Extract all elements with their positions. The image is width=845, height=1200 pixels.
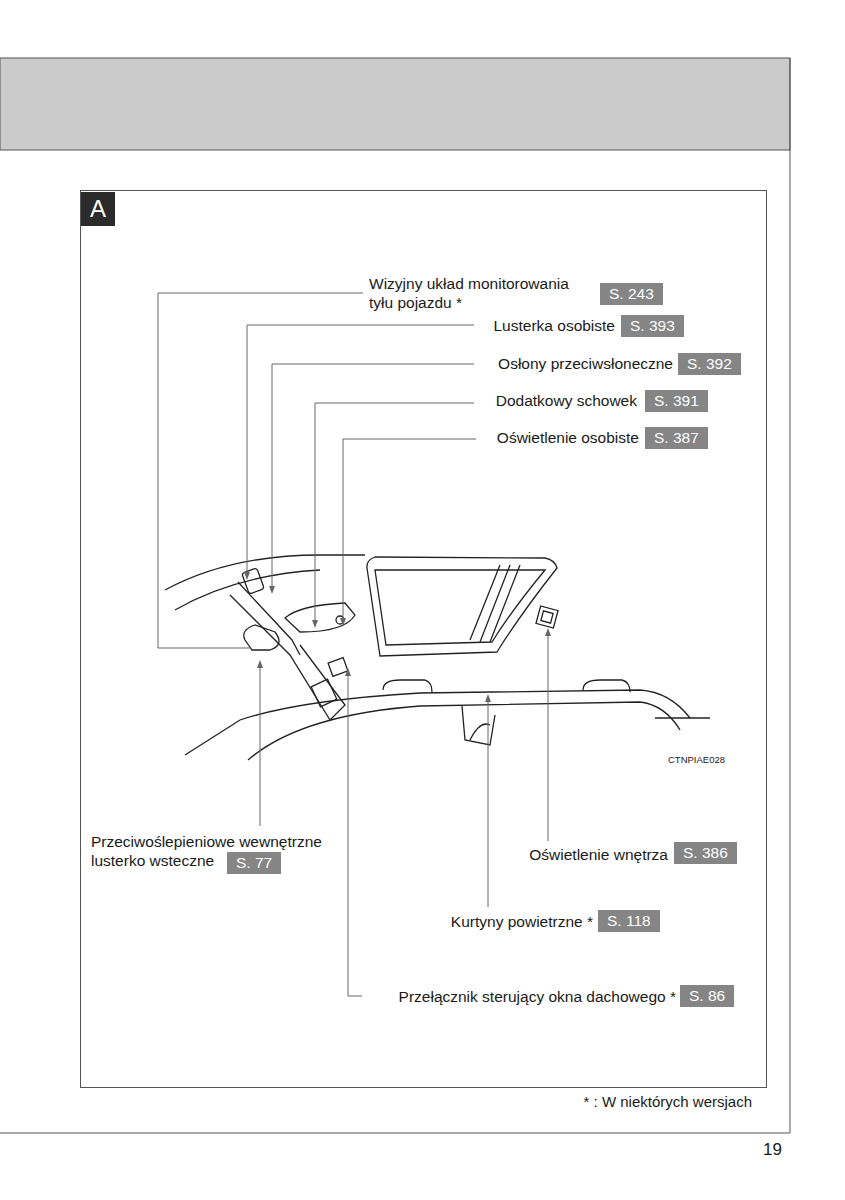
page-border <box>790 58 791 1133</box>
page-reference: S. 386 <box>674 842 737 864</box>
callout-label: Oświetlenie wnętrza <box>529 845 668 864</box>
page-reference: S. 77 <box>227 852 281 874</box>
reference-text: S. 243 <box>609 285 654 302</box>
reference-text: S. 391 <box>654 392 699 409</box>
reference-text: S. 392 <box>687 355 732 372</box>
page-reference: S. 391 <box>645 390 708 412</box>
reference-text: S. 386 <box>683 844 728 861</box>
header-band <box>0 58 790 150</box>
leader-arrowheads <box>244 572 551 702</box>
reference-text: S. 77 <box>236 854 272 871</box>
page-reference: S. 86 <box>680 985 734 1007</box>
figure-frame <box>81 191 767 1088</box>
section-marker: A <box>81 192 115 226</box>
reference-text: A <box>90 195 106 222</box>
page-reference: S. 392 <box>678 353 741 375</box>
reference-text: S. 387 <box>654 429 699 446</box>
callout-label: Dodatkowy schowek <box>496 391 637 410</box>
callout-label: Lusterka osobiste <box>494 316 616 335</box>
page-border <box>0 1133 790 1134</box>
callout-label: Oświetlenie osobiste <box>497 428 639 447</box>
callout-label: Kurtyny powietrzne * <box>451 912 593 931</box>
car-interior-drawing <box>165 555 710 760</box>
figure-code: CTNPIAE028 <box>668 750 725 769</box>
callout-label: Przełącznik sterujący okna dachowego * <box>399 987 676 1006</box>
page-number: 19 <box>763 1140 782 1159</box>
footnote: * : W niektórych wersjach <box>584 1092 752 1111</box>
callout-label: Przeciwoślepieniowe wewnętrzne lusterko … <box>91 832 349 870</box>
page-reference: S. 243 <box>600 283 663 305</box>
callout-label: Osłony przeciwsłoneczne <box>498 354 673 373</box>
callout-label: Wizyjny układ monitorowania tyłu pojazdu… <box>369 274 597 312</box>
reference-text: S. 118 <box>607 912 651 929</box>
reference-text: S. 86 <box>689 987 725 1004</box>
reference-text: S. 393 <box>630 317 675 334</box>
page-reference: S. 118 <box>598 910 660 932</box>
page-reference: S. 393 <box>621 315 684 337</box>
leader-lines <box>158 293 548 996</box>
page-reference: S. 387 <box>645 427 708 449</box>
